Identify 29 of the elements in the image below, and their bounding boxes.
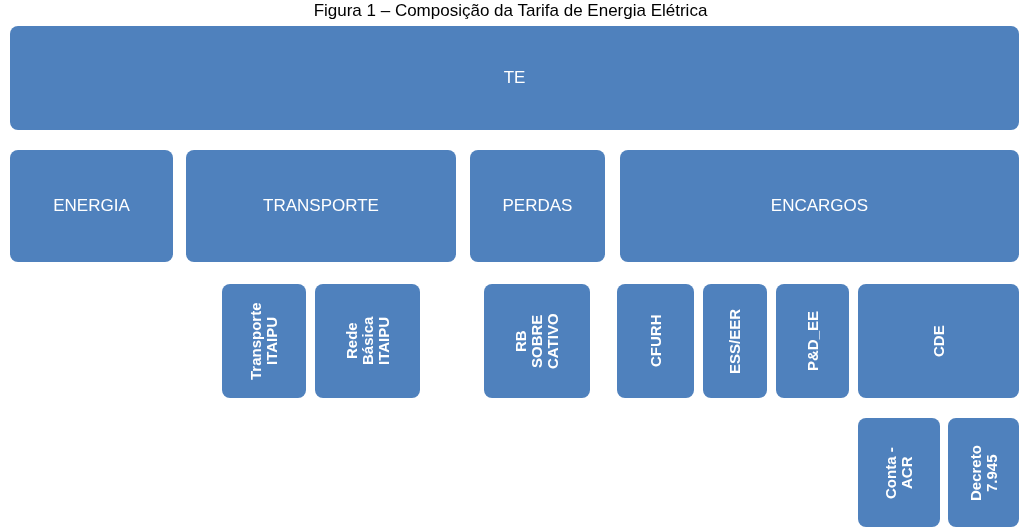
- category-label: ENERGIA: [53, 196, 130, 216]
- category-label: Transporte ITAIPU: [248, 301, 280, 382]
- category-box: [470, 150, 605, 262]
- category-label: ENCARGOS: [770, 196, 869, 216]
- category-label: CFURH: [647, 313, 664, 370]
- category-box: [617, 284, 694, 398]
- category-box: [948, 418, 1019, 527]
- category-label: Conta - ACR: [883, 445, 915, 501]
- category-box: [858, 418, 940, 527]
- category-label: CDE: [930, 324, 947, 359]
- category-label: Decreto 7.945: [967, 443, 1000, 503]
- category-box: [315, 284, 420, 398]
- category-box: [10, 150, 173, 262]
- category-label: Rede Básica ITAIPU: [343, 315, 392, 368]
- category-label: P&D_EE: [804, 310, 821, 373]
- category-box: [776, 284, 849, 398]
- category-box: [858, 284, 1019, 398]
- category-label: ESS/EER: [727, 307, 743, 376]
- category-label: TE: [503, 68, 526, 88]
- category-label: RB SOBRE CATIVO: [513, 312, 561, 371]
- category-box: [703, 284, 767, 398]
- category-box: [10, 26, 1019, 130]
- category-label: PERDAS: [502, 196, 573, 216]
- figure-title: Figura 1 – Composição da Tarifa de Energia Elétrica: [313, 1, 708, 21]
- category-box: [222, 284, 306, 398]
- category-box: [484, 284, 590, 398]
- category-label: TRANSPORTE: [263, 196, 379, 216]
- category-box: [620, 150, 1019, 262]
- category-box: [186, 150, 456, 262]
